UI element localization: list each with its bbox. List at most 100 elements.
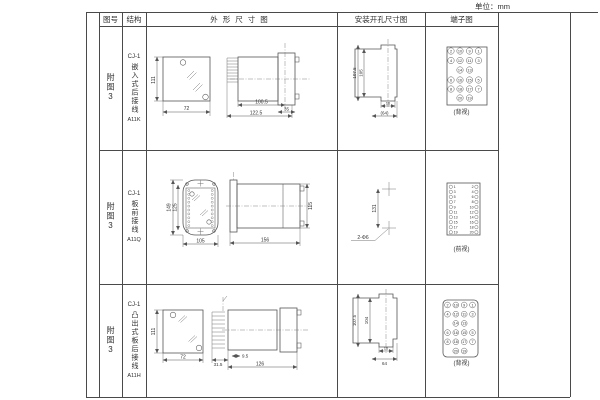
- terminal-circle: [452, 320, 459, 327]
- grid-line: [86, 12, 598, 13]
- header-figure-no: 图号: [103, 15, 118, 24]
- grid-line: [498, 12, 499, 397]
- dim-label: 126: [256, 361, 265, 367]
- terminal-circle: [461, 320, 468, 327]
- dim-label: 125: [173, 203, 179, 212]
- figure-number-cell: 附图3: [99, 150, 122, 284]
- terminal-dot: [187, 200, 191, 204]
- terminal-number: 20: [458, 96, 462, 100]
- dim-label: 105: [196, 238, 205, 244]
- terminal-dot: [187, 189, 191, 192]
- terminal-circle: [474, 184, 479, 189]
- terminal-circle: [461, 338, 468, 345]
- dim-label: 131: [372, 204, 378, 213]
- terminal-number: 3: [454, 190, 456, 194]
- terminal-circle: [469, 301, 476, 309]
- unit-label: 单位：mm: [475, 2, 510, 11]
- terminal-circle: [448, 194, 453, 199]
- terminal-number: 19: [462, 349, 466, 353]
- terminal-circle: [474, 210, 479, 214]
- terminal-circle: [474, 205, 479, 209]
- terminal-circle: [444, 311, 451, 318]
- terminal-circle: [466, 94, 473, 102]
- structure-cell: CJ-1 板前接线 A11Q: [122, 150, 146, 284]
- grid-line: [337, 12, 338, 397]
- grid-line: [146, 12, 147, 397]
- grid-line: [570, 12, 571, 397]
- terminal-circle: [456, 94, 464, 102]
- terminal-circle: [475, 47, 482, 55]
- terminal-number: 19: [454, 231, 458, 235]
- terminal-number: 9: [468, 49, 470, 53]
- terminal-number: 7: [471, 340, 473, 344]
- terminal-number: 10: [458, 49, 462, 53]
- terminal-circle: [466, 47, 473, 55]
- dim-label: 35: [284, 106, 290, 111]
- terminal-dot: [210, 200, 214, 204]
- terminal-number: 16: [470, 220, 474, 224]
- dim-label: 111: [151, 76, 157, 84]
- dim-label: 156: [261, 237, 270, 243]
- terminal-circle: [456, 76, 464, 84]
- terminal-circle: [461, 329, 468, 336]
- dim-label: 122.5: [250, 111, 263, 117]
- terminal-circle: [466, 76, 473, 84]
- dim-label: 72: [184, 106, 190, 112]
- terminal-circle: [474, 200, 479, 204]
- terminal-circle: [469, 338, 476, 345]
- terminal-number: 5: [471, 331, 473, 335]
- terminal-number: 6: [450, 78, 452, 82]
- structure-label: 嵌入式后接线: [131, 62, 138, 114]
- terminal-circle: [474, 215, 479, 220]
- dim-label: (64): [380, 110, 389, 115]
- terminal-number: 7: [454, 200, 456, 204]
- grid-line: [99, 150, 498, 151]
- header-outline-dimensions: 外形尺寸图: [210, 15, 273, 24]
- terminal-circle: [448, 230, 453, 235]
- terminal-circle: [474, 189, 479, 194]
- terminal-dot: [187, 216, 191, 220]
- terminal-view-label: (背视): [453, 361, 470, 367]
- terminal-dot: [210, 216, 214, 220]
- terminal-circle: [456, 47, 464, 55]
- structure-label: 凸出式板后接线: [131, 310, 138, 371]
- terminal-circle: [444, 329, 451, 336]
- grid-line: [99, 26, 498, 27]
- dim-label: 107.5: [352, 67, 357, 79]
- terminal-number: 8: [450, 87, 452, 91]
- terminal-circle: [466, 85, 473, 93]
- terminal-circle: [447, 57, 455, 64]
- terminal-view-label: (前视): [453, 247, 470, 253]
- terminal-number: 15: [467, 78, 471, 82]
- terminal-number: 20: [470, 231, 474, 235]
- terminal-number: 9: [454, 205, 456, 209]
- terminal-dot: [210, 193, 214, 196]
- terminal-number: 14: [458, 68, 462, 72]
- grid-line: [99, 12, 100, 397]
- dim-label: 64: [382, 361, 388, 366]
- figure-number: 附图3: [106, 202, 115, 232]
- terminal-dot: [187, 197, 191, 200]
- terminal-number: 15: [462, 331, 466, 335]
- terminal-number: 12: [454, 313, 458, 317]
- terminal-number: 5: [477, 78, 479, 82]
- terminal-circle: [444, 338, 451, 345]
- terminal-dot: [187, 212, 191, 216]
- code-label: A11H: [127, 373, 141, 380]
- structure-cell: CJ-1 凸出式板后接线 A11H: [122, 284, 146, 397]
- terminal-number: 4: [472, 190, 474, 194]
- mounting-drawing-a11q: 131 2-Φ6: [351, 182, 396, 241]
- terminal-dot: [210, 224, 214, 227]
- dim-label: 100.5: [255, 100, 268, 106]
- terminal-circle: [474, 225, 479, 230]
- grid-line: [86, 397, 570, 398]
- terminal-dot: [210, 197, 214, 200]
- terminal-circle: [447, 85, 455, 93]
- terminal-view-label: (背视): [453, 110, 470, 116]
- mounting-drawing-a11k: 107.5 105 16 (64): [352, 39, 398, 118]
- terminal-circle: [474, 194, 479, 199]
- terminal-dot: [187, 204, 191, 208]
- terminal-circle: [456, 85, 464, 93]
